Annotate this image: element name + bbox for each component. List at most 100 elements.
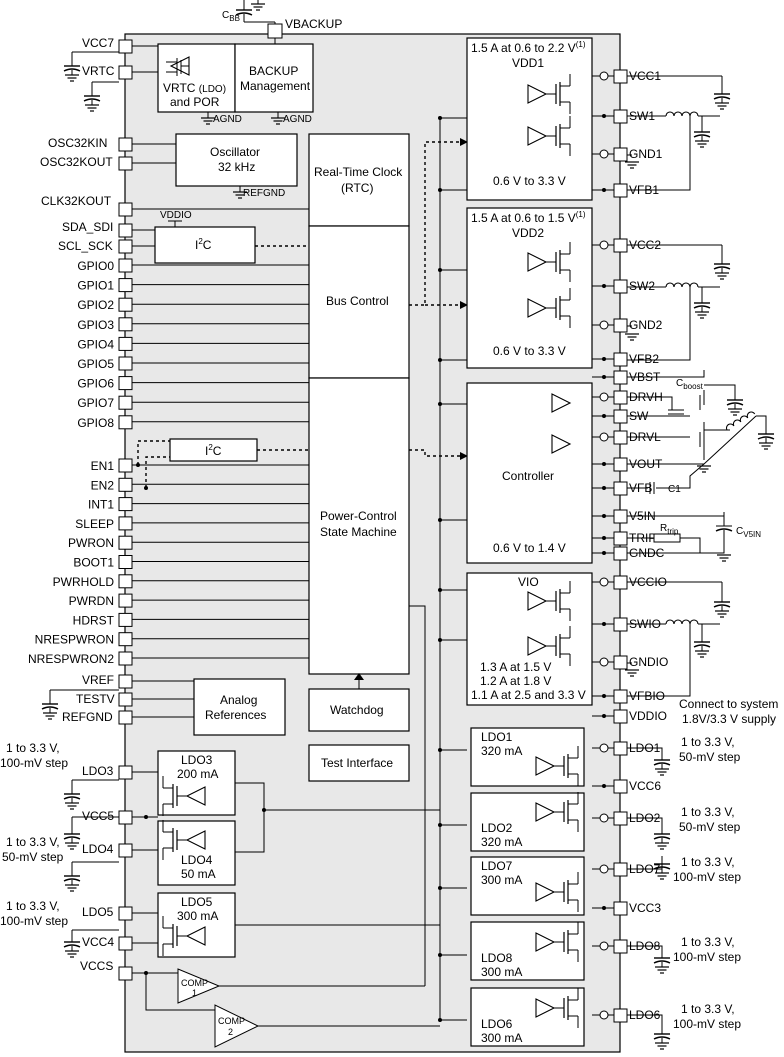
gndio-pin: GNDIO: [592, 655, 668, 670]
control-pin: HDRST: [73, 612, 309, 627]
svg-text:1: 1: [192, 988, 197, 998]
ldo8-label-a: LDO8: [481, 951, 513, 965]
clk32kout-label: CLK32KOUT: [41, 194, 112, 208]
vccs-label: VCCS: [80, 959, 113, 973]
backup-label-b: Management: [240, 79, 311, 93]
analog-label-b: References: [205, 708, 266, 722]
vcc3-label: VCC3: [629, 901, 661, 915]
scl-label: SCL_SCK: [58, 239, 113, 253]
gpio-pin: GPIO3: [77, 317, 309, 332]
ldo3-label-b: 200 mA: [177, 767, 218, 781]
drvl-pin: DRVL: [592, 430, 661, 445]
ldo2-note-b: 50-mV step: [679, 820, 741, 834]
controller-block: [466, 382, 593, 564]
control-pin-label: INT1: [88, 498, 114, 512]
cboost-label: Cboost: [676, 378, 704, 391]
analog-references-block: [193, 678, 286, 736]
ldo8-block: [470, 921, 585, 981]
ldo1-note-a: 1 to 3.3 V,: [681, 735, 735, 749]
control-pin: PWRHOLD: [53, 574, 309, 589]
comparator-1: COMP 1: [177, 968, 221, 1004]
vrtc-label: VRTC: [82, 64, 115, 78]
refgnd-osc-label: REFGND: [243, 188, 285, 199]
ldo4-pin-label: LDO4: [82, 842, 114, 856]
sda-pad: [118, 223, 133, 238]
vrtc-block-label: VRTC (LDO): [163, 81, 226, 95]
gnd1-pin: GND1: [592, 147, 663, 162]
ldo6-block: [470, 987, 585, 1047]
rtc-label-b: (RTC): [341, 181, 373, 195]
vcc6-label: VCC6: [629, 779, 661, 793]
ldo8-note-b: 100-mV step: [673, 950, 741, 964]
vbackup-pad: [267, 23, 283, 39]
vddio-pin: VDDIO: [592, 709, 667, 724]
ldo3-pin-label: LDO3: [82, 764, 114, 778]
refgnd-label: REFGND: [62, 710, 113, 724]
agnd-label-1: AGND: [213, 114, 242, 125]
backup-management-block: [234, 43, 314, 113]
control-pin-label: EN2: [91, 478, 115, 492]
gpio-label: GPIO3: [77, 318, 114, 332]
gpio-pins: GPIO0GPIO1GPIO2GPIO3GPIO4GPIO5GPIO6GPIO7…: [77, 258, 309, 430]
ldo6-label-b: 300 mA: [481, 1031, 522, 1045]
clk32kout-pad: [118, 202, 133, 217]
control-pin: INT1: [88, 497, 309, 512]
vddio-label: VDDIO: [629, 709, 667, 723]
ldo4-label-b: 50 mA: [181, 867, 216, 881]
refgnd-pad: [118, 710, 133, 725]
oscillator-block: [175, 133, 298, 187]
vcc3-pin: VCC3: [592, 901, 661, 916]
vcc4-label: VCC4: [82, 935, 114, 949]
svg-text:2: 2: [228, 1027, 233, 1037]
gpio-label: GPIO0: [77, 259, 114, 273]
vio-spec-2: 1.2 A at 1.8 V: [480, 674, 551, 688]
controller-label: Controller: [502, 469, 554, 483]
vcc7-label: VCC7: [82, 36, 114, 50]
vcc4-pad: [118, 936, 133, 951]
vcc5-pad: [118, 810, 133, 825]
cv5in-label: CV5IN: [736, 526, 761, 539]
control-pin: EN2: [91, 477, 309, 492]
ldo4-note-a: 1 to 3.3 V,: [6, 835, 60, 849]
gnd2-label: GND2: [629, 318, 663, 332]
gpio-pin: GPIO5: [77, 356, 309, 371]
svg-text:COMP: COMP: [181, 978, 208, 988]
vrtc-fet: [166, 58, 189, 76]
ldo-right-external: [627, 747, 670, 1049]
control-pin: BOOT1: [73, 555, 309, 570]
ldo7-label-a: LDO7: [481, 859, 513, 873]
vddio-i2c-label: VDDIO: [160, 210, 192, 221]
osc32kin-pad: [118, 137, 133, 152]
gpio-label: GPIO4: [77, 337, 114, 351]
ldo2-label-b: 320 mA: [481, 835, 522, 849]
control-pins: EN1EN2INT1SLEEPPWRONBOOT1PWRHOLDPWRDNHDR…: [28, 458, 309, 666]
bus-control-block: [308, 225, 410, 379]
osc32kout-pad: [118, 156, 133, 171]
sw2-label: SW2: [629, 279, 655, 293]
ldo5-note-a: 1 to 3.3 V,: [6, 899, 60, 913]
control-pin: PWRON: [68, 535, 309, 550]
vref-pad: [118, 674, 133, 689]
scl-pad: [118, 239, 133, 254]
backup-label-a: BACKUP: [249, 64, 298, 78]
control-pin: SLEEP: [75, 516, 309, 531]
vcc6-pin: VCC6: [592, 779, 661, 794]
control-pin: NRESPWRON: [35, 632, 309, 647]
bus-control-label: Bus Control: [326, 294, 389, 308]
vddio-note-b: 1.8V/3.3 V supply: [682, 712, 776, 726]
testv-pad: [118, 692, 133, 707]
svg-text:COMP: COMP: [218, 1016, 245, 1026]
rtrip-label: Rtrip: [660, 523, 679, 536]
vddio-note-a: Connect to system: [679, 697, 778, 711]
gpio-label: GPIO7: [77, 396, 114, 410]
vbackup-area: CBB VBACKUP: [222, 0, 342, 44]
vfb2-label: VFB2: [629, 352, 659, 366]
vdd1-external: [624, 75, 730, 191]
ldo7-note-b: 100-mV step: [673, 870, 741, 884]
ldo4-note-b: 50-mV step: [2, 850, 64, 864]
ldo5-note-b: 100-mV step: [0, 914, 68, 928]
ldo8-label-b: 300 mA: [481, 965, 522, 979]
ldo1-label-a: LDO1: [481, 730, 513, 744]
control-pin-label: SLEEP: [75, 517, 114, 531]
